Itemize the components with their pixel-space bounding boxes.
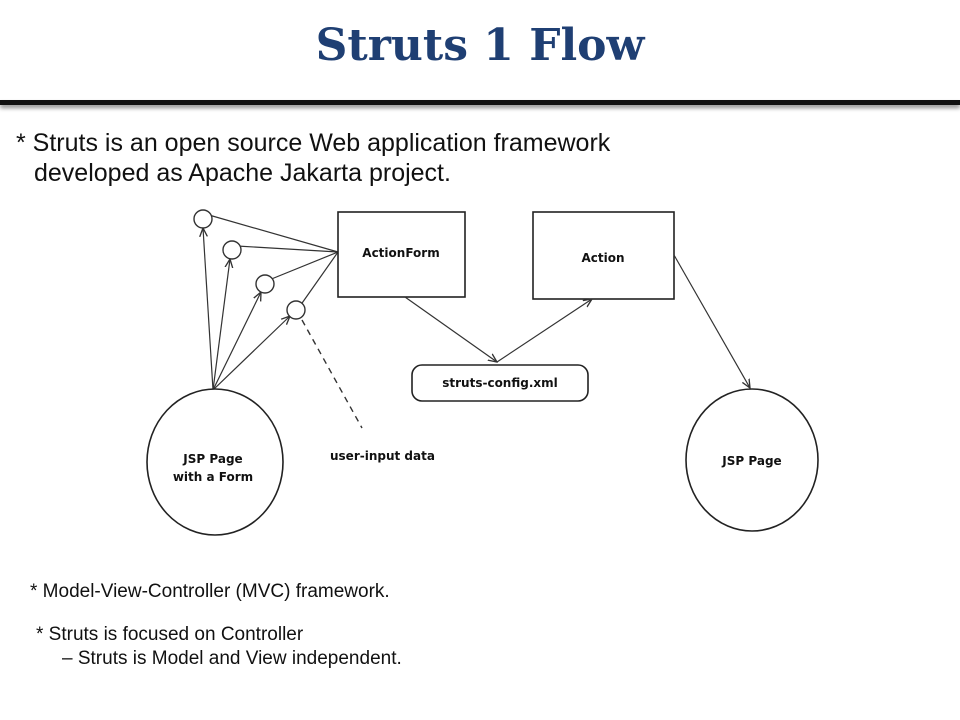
form-field-2 (222, 240, 242, 260)
notes: * Model-View-Controller (MVC) framework.… (30, 580, 402, 671)
jsp-form-label-line-1: JSP Page (182, 452, 242, 466)
actionform-to-config-arrow (404, 296, 497, 362)
intro-line-2: developed as Apache Jakarta project. (34, 159, 451, 187)
submit-arrow-1 (203, 228, 214, 391)
form-field-4 (286, 300, 306, 320)
intro-line-1: * Struts is an open source Web applicati… (16, 129, 611, 157)
field-link-3 (268, 251, 339, 281)
intro-text: * Struts is an open source Web applicati… (16, 128, 610, 188)
form-field-1 (193, 209, 213, 229)
action-box (532, 211, 675, 300)
title-divider (0, 100, 960, 105)
user-input-pointer (301, 319, 363, 429)
field-link-1 (208, 214, 339, 253)
field-link-4 (299, 251, 339, 307)
slide-title: Struts 1 Flow (315, 20, 645, 71)
struts-config-box (411, 364, 589, 402)
field-link-2 (236, 245, 339, 253)
submit-arrow-2 (212, 259, 230, 391)
note-mvc: * Model-View-Controller (MVC) framework. (30, 581, 390, 602)
submit-arrow-4 (212, 316, 290, 391)
struts-config-label: struts-config.xml (442, 376, 558, 390)
actionform-box (337, 211, 466, 298)
jsp-page-ellipse (685, 388, 819, 532)
jsp-page-label: JSP Page (721, 454, 781, 468)
submit-arrow-3 (212, 292, 261, 391)
user-input-label: user-input data (330, 449, 435, 463)
note-independent: – Struts is Model and View independent. (62, 648, 402, 669)
note-controller: * Struts is focused on Controller (36, 624, 304, 645)
jsp-form-page-ellipse (146, 388, 284, 536)
action-to-jsp-arrow (673, 254, 750, 388)
actionform-label: ActionForm (362, 246, 439, 260)
jsp-form-label-line-2: with a Form (173, 470, 253, 484)
action-label: Action (581, 251, 624, 265)
config-to-action-arrow (496, 299, 592, 363)
form-field-3 (255, 274, 275, 294)
